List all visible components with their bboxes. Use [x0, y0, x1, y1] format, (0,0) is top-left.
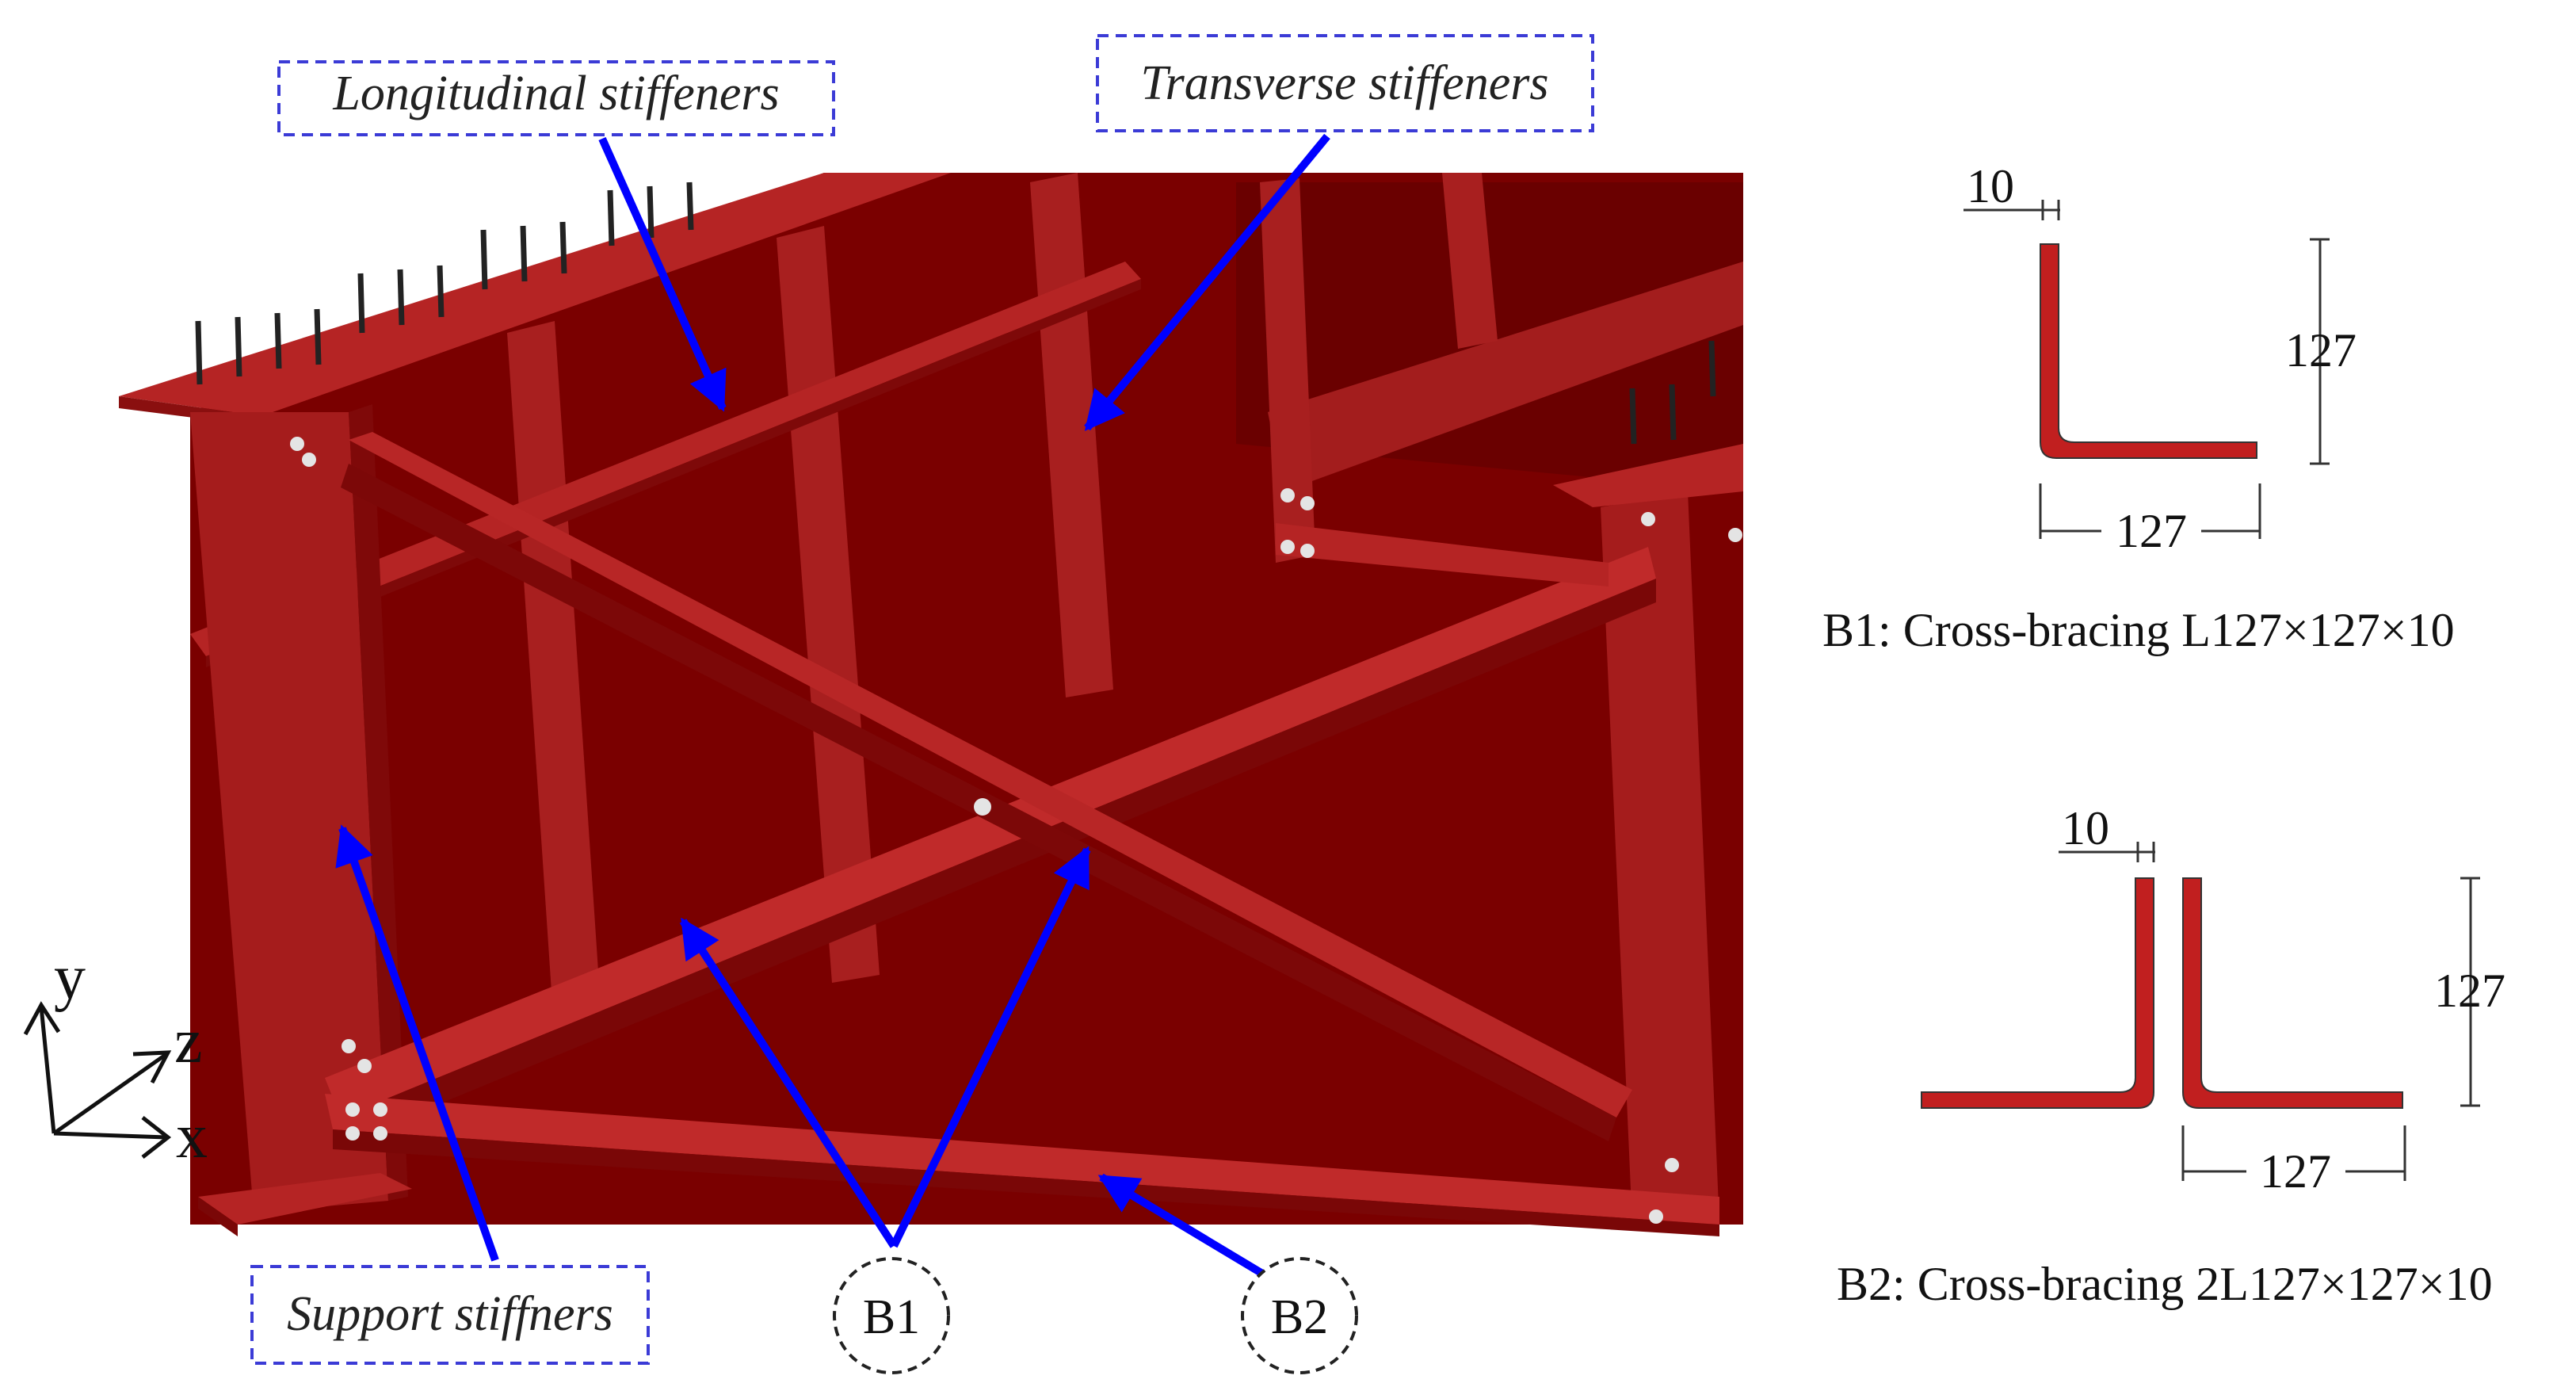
- axis-y-label: y: [54, 943, 86, 1013]
- marker-b1: B1: [833, 1257, 950, 1374]
- callout-transverse-label: Transverse stiffeners: [1141, 56, 1549, 110]
- bolts: [290, 437, 1742, 1224]
- brace-b2-bottom-chord-underside: [333, 1129, 1719, 1236]
- section-b2: 10 127 127 B2: Cross-bracing 2L127×127×1…: [1837, 802, 2505, 1310]
- support-stiffener-left-side: [349, 404, 408, 1201]
- callout-transverse: Transverse stiffeners: [1096, 34, 1594, 132]
- shear-studs: [195, 181, 1716, 445]
- bottom-flange-edge: [198, 1197, 238, 1236]
- section-b1: 10 127 127 B1: Cross-bracing L127×127×10: [1822, 160, 2455, 656]
- axis-z-label: z: [174, 1007, 203, 1076]
- brace-b1-descending: [349, 432, 1632, 1118]
- section-b2-left-angle-shape: [1921, 877, 2154, 1109]
- brace-b2-bottom-chord: [325, 1094, 1719, 1225]
- upper-strut: [1276, 523, 1609, 587]
- annotation-arrows: [335, 133, 1330, 1278]
- brace-b1-rising-underside: [341, 579, 1656, 1141]
- brace-b1-rising: [325, 547, 1656, 1118]
- callout-longitudinal: Longitudinal stiffeners: [277, 60, 835, 136]
- section-b2-thickness-label: 10: [2062, 802, 2109, 854]
- callout-support: Support stiffners: [250, 1265, 650, 1365]
- callout-support-label: Support stiffners: [287, 1287, 613, 1341]
- arrow-support: [335, 824, 499, 1262]
- girder-render: [119, 173, 1743, 1236]
- arrow-b2: [1097, 1173, 1266, 1278]
- axis-x-label: x: [176, 1102, 208, 1171]
- section-b1-height-label: 127: [2285, 324, 2357, 376]
- section-b1-thickness-label: 10: [1967, 160, 2014, 212]
- top-flange: [119, 173, 951, 416]
- section-b2-caption: B2: Cross-bracing 2L127×127×10: [1837, 1258, 2493, 1310]
- longitudinal-stiffener-edge: [206, 279, 1141, 667]
- support-stiffener-left: [190, 412, 388, 1213]
- bottom-flange: [198, 1173, 412, 1225]
- marker-b1-label: B1: [863, 1290, 920, 1344]
- section-b2-width-label: 127: [2260, 1145, 2331, 1198]
- far-flange: [1268, 262, 1743, 491]
- section-b2-right-angle-shape: [2182, 877, 2403, 1109]
- arrow-transverse: [1084, 133, 1330, 431]
- marker-b2-label: B2: [1271, 1290, 1328, 1344]
- arrow-longitudinal: [598, 136, 727, 412]
- marker-b2: B2: [1241, 1257, 1358, 1374]
- section-b1-angle-shape: [2040, 243, 2257, 459]
- arrow-b1-right: [890, 846, 1091, 1248]
- right-top-flange: [1553, 444, 1743, 507]
- section-b1-width-label: 127: [2116, 505, 2187, 557]
- callout-longitudinal-label: Longitudinal stiffeners: [332, 67, 779, 120]
- transverse-stiffener: [1260, 178, 1315, 563]
- arrow-b1-left: [679, 917, 898, 1248]
- transverse-stiffener: [1442, 173, 1498, 349]
- section-b2-height-label: 127: [2434, 965, 2505, 1017]
- longitudinal-stiffener: [190, 262, 1141, 656]
- support-stiffener-right: [1601, 491, 1719, 1225]
- coordinate-axes: y z x: [23, 943, 208, 1171]
- section-b1-caption: B1: Cross-bracing L127×127×10: [1822, 604, 2455, 656]
